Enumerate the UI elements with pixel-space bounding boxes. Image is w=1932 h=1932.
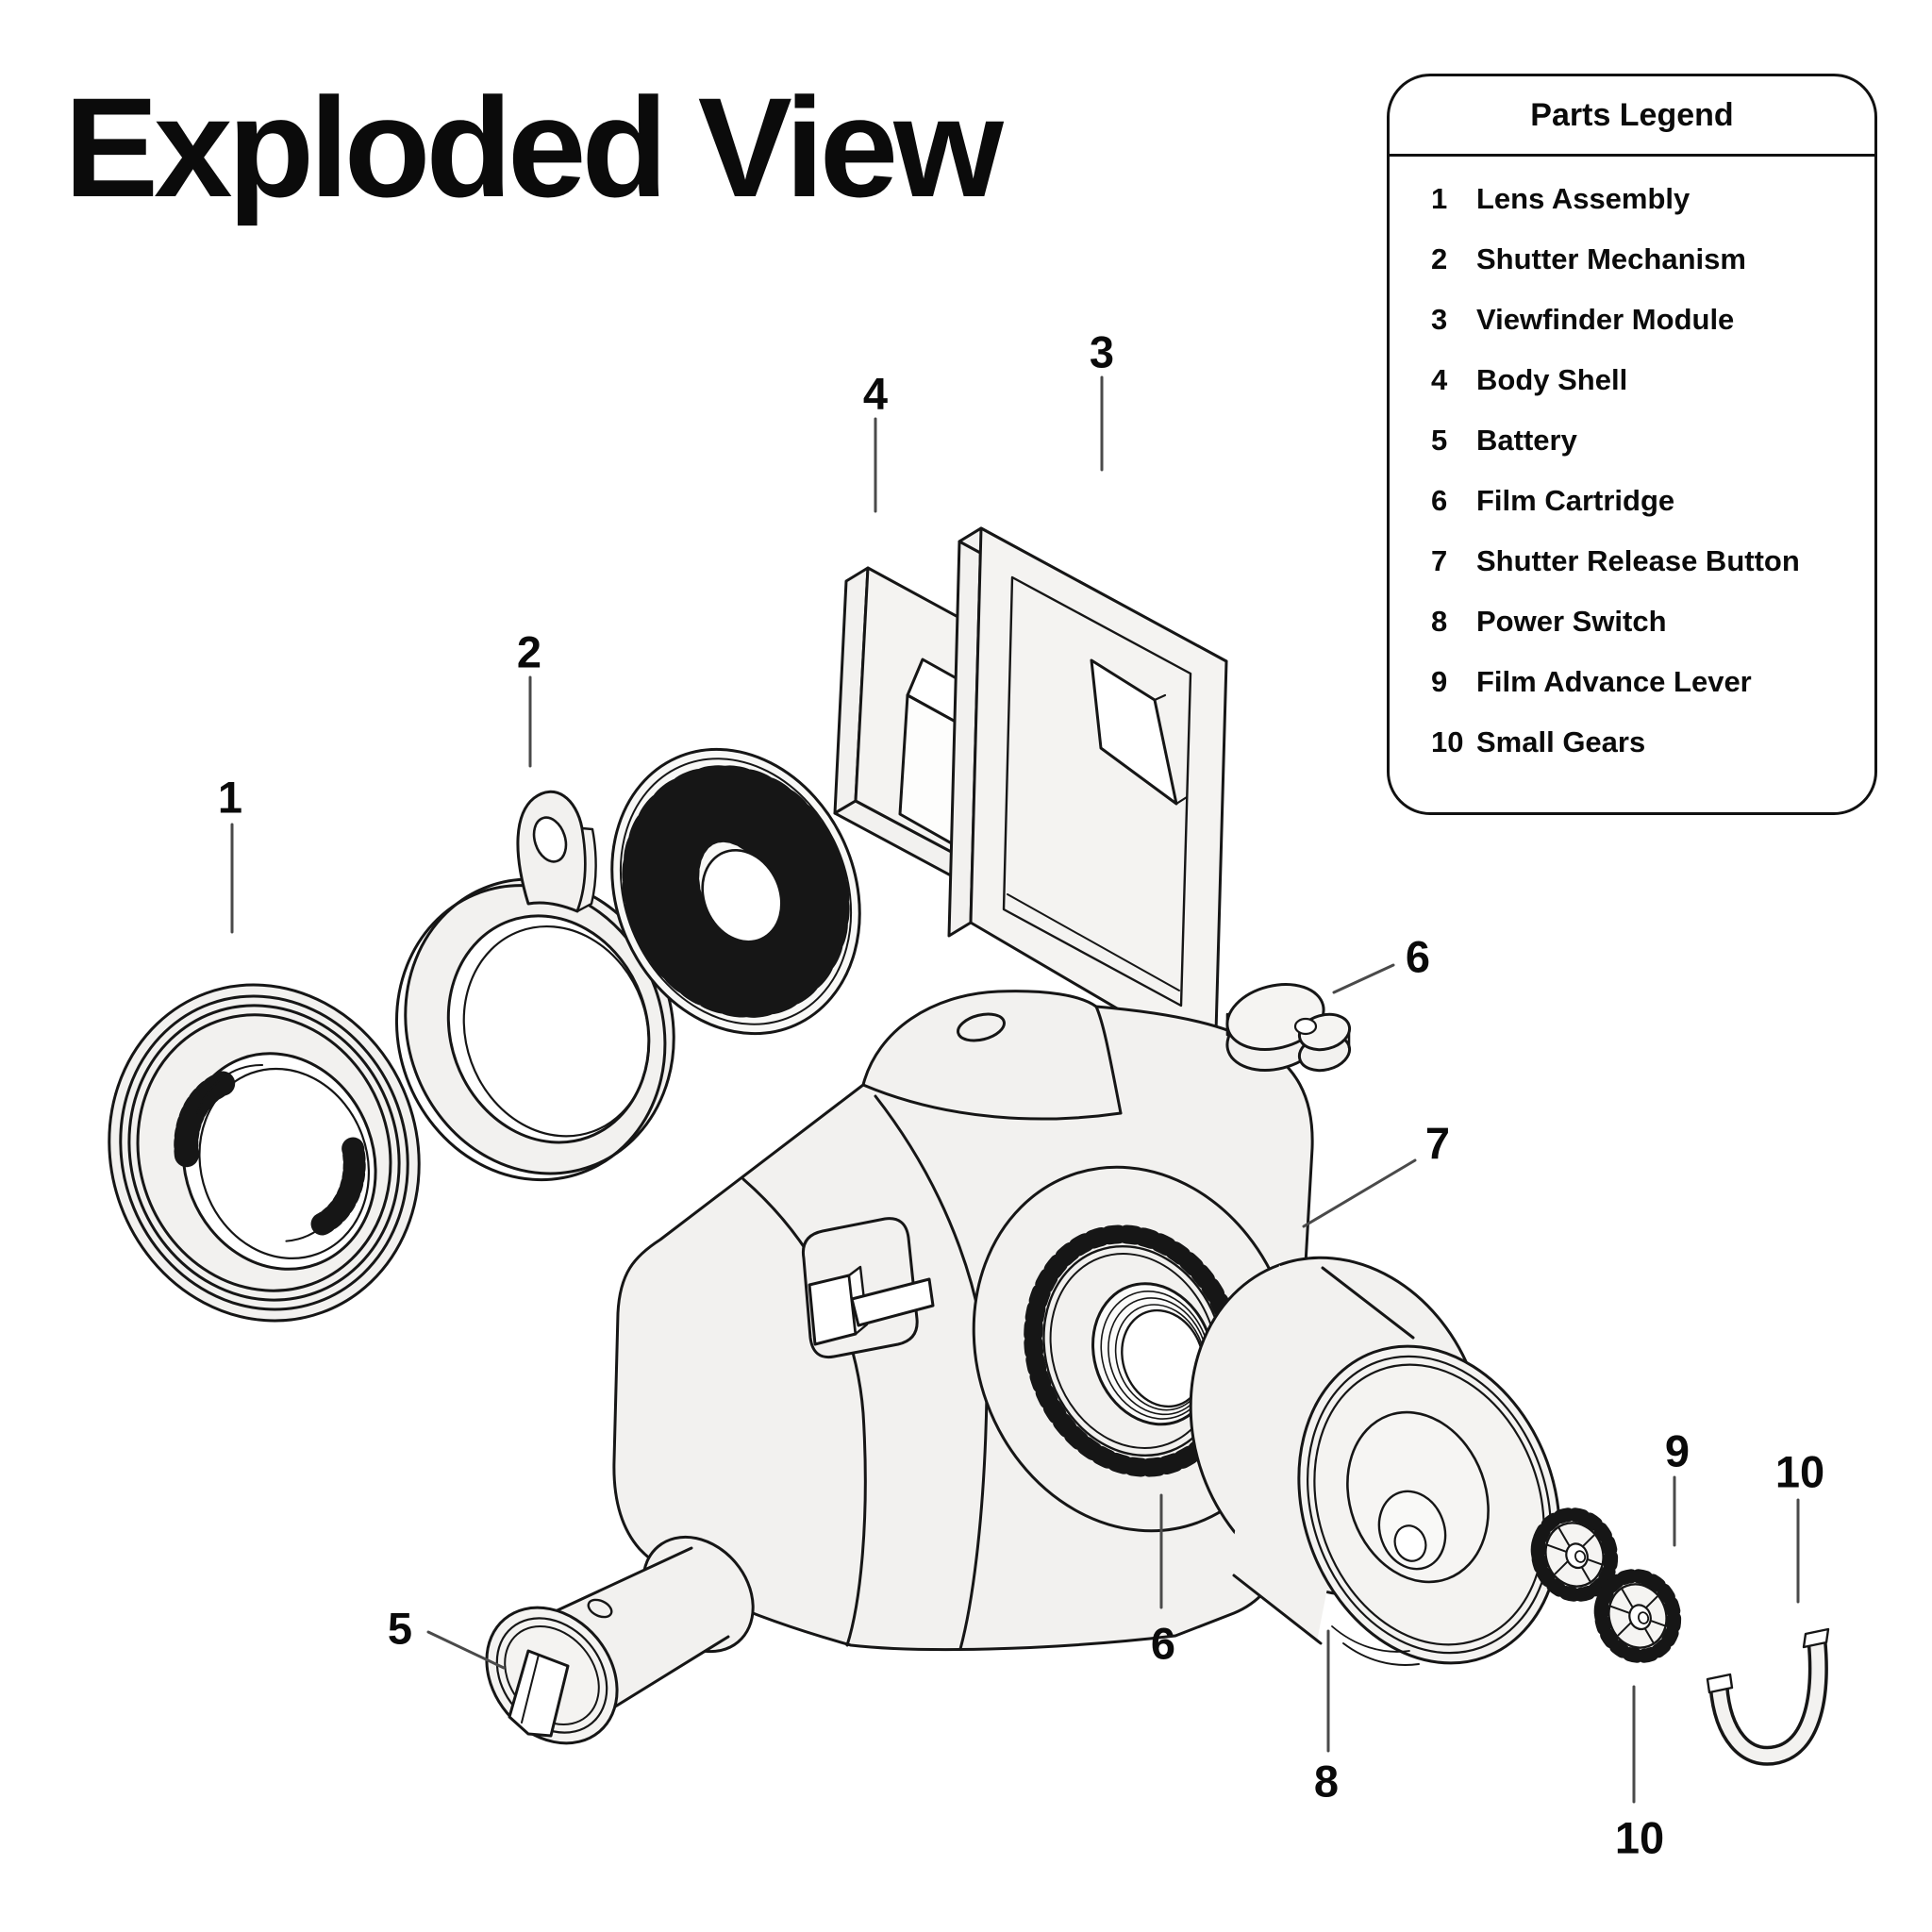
leader-lines [230,375,1800,1804]
callout-9: 9 [1664,1425,1690,1476]
legend-item-number: 4 [1431,363,1448,396]
lens-barrel-drawing [1189,1256,1561,1666]
callout-2: 2 [516,626,542,677]
film-cartridge-drawing [1225,983,1352,1073]
legend-item-number: 3 [1431,303,1448,336]
legend-item-number: 1 [1431,182,1448,215]
legend-row-small-gears: 10 Small Gears [1390,712,1874,773]
legend-item-label: Small Gears [1476,725,1646,758]
legend-title: Parts Legend [1530,96,1734,133]
legend-row-power-switch: 8 Power Switch [1390,591,1874,652]
legend-row-film-cartridge: 6 Film Cartridge [1390,471,1874,531]
viewfinder-module-drawing [947,526,1228,1068]
c-clip-drawing [1706,1627,1830,1766]
legend-item-number: 7 [1431,544,1448,577]
small-gear-b-drawing [1593,1569,1682,1663]
legend-rows: 1 Lens Assembly 2 Shutter Mechanism 3 Vi… [1390,157,1874,773]
legend-item-label: Battery [1476,424,1577,457]
callout-7: 7 [1424,1118,1451,1169]
legend-row-shutter-release-button: 7 Shutter Release Button [1390,531,1874,591]
legend-item-label: Power Switch [1476,605,1667,638]
legend-item-number: 10 [1431,725,1464,758]
small-gear-a-drawing [1530,1507,1619,1602]
legend-item-label: Shutter Mechanism [1476,242,1746,275]
legend-item-number: 9 [1431,665,1448,698]
callout-6-bottom: 6 [1150,1618,1176,1669]
legend-row-film-advance-lever: 9 Film Advance Lever [1390,652,1874,712]
callout-10-bottom: 10 [1614,1812,1665,1863]
lens-assembly-drawing [108,983,421,1323]
legend-item-label: Film Advance Lever [1476,665,1752,698]
legend-item-number: 6 [1431,484,1448,517]
legend-row-body-shell: 4 Body Shell [1390,350,1874,410]
shutter-blade-disc-drawing [610,747,861,1036]
callout-6-top: 6 [1405,931,1431,982]
legend-header: Parts Legend [1390,76,1874,157]
legend-item-label: Viewfinder Module [1476,303,1735,336]
callout-5: 5 [387,1603,413,1654]
callout-8: 8 [1313,1756,1340,1807]
page-title: Exploded View [64,68,1004,226]
legend-item-label: Lens Assembly [1476,182,1690,215]
camera-body-drawing [612,990,1314,1652]
legend-item-number: 5 [1431,424,1448,457]
callout-10-right: 10 [1774,1446,1825,1497]
callout-3: 3 [1089,326,1115,377]
shutter-mechanism-drawing [394,790,675,1182]
legend-row-battery: 5 Battery [1390,410,1874,471]
callout-4: 4 [862,368,889,419]
legend-item-label: Body Shell [1476,363,1628,396]
callout-1: 1 [217,772,243,823]
legend-item-number: 8 [1431,605,1448,638]
battery-drawing [485,1535,755,1745]
legend-item-label: Film Cartridge [1476,484,1675,517]
legend-row-shutter-mechanism: 2 Shutter Mechanism [1390,229,1874,290]
legend-row-lens-assembly: 1 Lens Assembly [1390,169,1874,229]
legend-item-label: Shutter Release Button [1476,544,1800,577]
parts-legend: Parts Legend 1 Lens Assembly 2 Shutter M… [1387,74,1877,815]
legend-item-number: 2 [1431,242,1448,275]
legend-row-viewfinder-module: 3 Viewfinder Module [1390,290,1874,350]
